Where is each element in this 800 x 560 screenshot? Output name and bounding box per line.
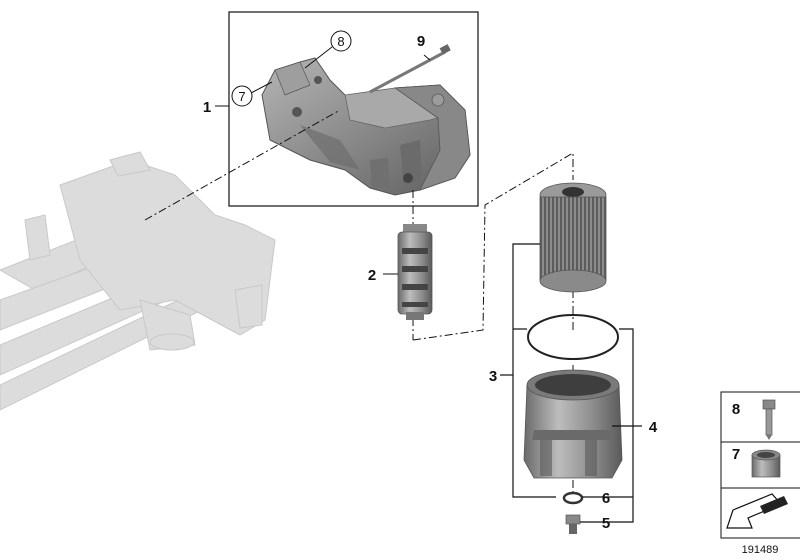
engine-block-ghost-icon <box>0 151 276 411</box>
filter-cartridge-icon <box>539 182 607 293</box>
bypass-valve-icon <box>397 224 433 320</box>
diagram-number: 191489 <box>742 544 779 556</box>
callout-3: 3 <box>489 368 497 385</box>
callout-6: 6 <box>602 490 610 507</box>
bolt-icon <box>762 399 776 440</box>
filter-cap-icon <box>523 369 623 479</box>
callout-brackets <box>500 243 642 523</box>
callout-7-circle <box>231 85 253 107</box>
housing-bolt-icon <box>369 44 451 94</box>
callout-1: 1 <box>203 99 211 116</box>
housing-callout-frame <box>228 11 479 207</box>
legend-label-8: 8 <box>732 401 740 418</box>
callout-2: 2 <box>368 267 376 284</box>
seal-ring-icon <box>527 314 619 360</box>
leader-lines <box>215 46 617 523</box>
legend-label-7: 7 <box>732 446 740 463</box>
small-seal-icon <box>562 491 584 505</box>
callout-7: 7 <box>238 89 245 104</box>
callout-8-circle <box>330 30 352 52</box>
oil-filter-housing-icon <box>261 57 471 196</box>
callout-8: 8 <box>337 34 344 49</box>
callout-4: 4 <box>649 419 658 436</box>
callout-9: 9 <box>417 33 425 50</box>
callout-5: 5 <box>602 515 610 532</box>
drain-plug-icon <box>565 514 581 534</box>
arrow-icon <box>726 493 788 529</box>
sleeve-icon <box>751 449 781 478</box>
